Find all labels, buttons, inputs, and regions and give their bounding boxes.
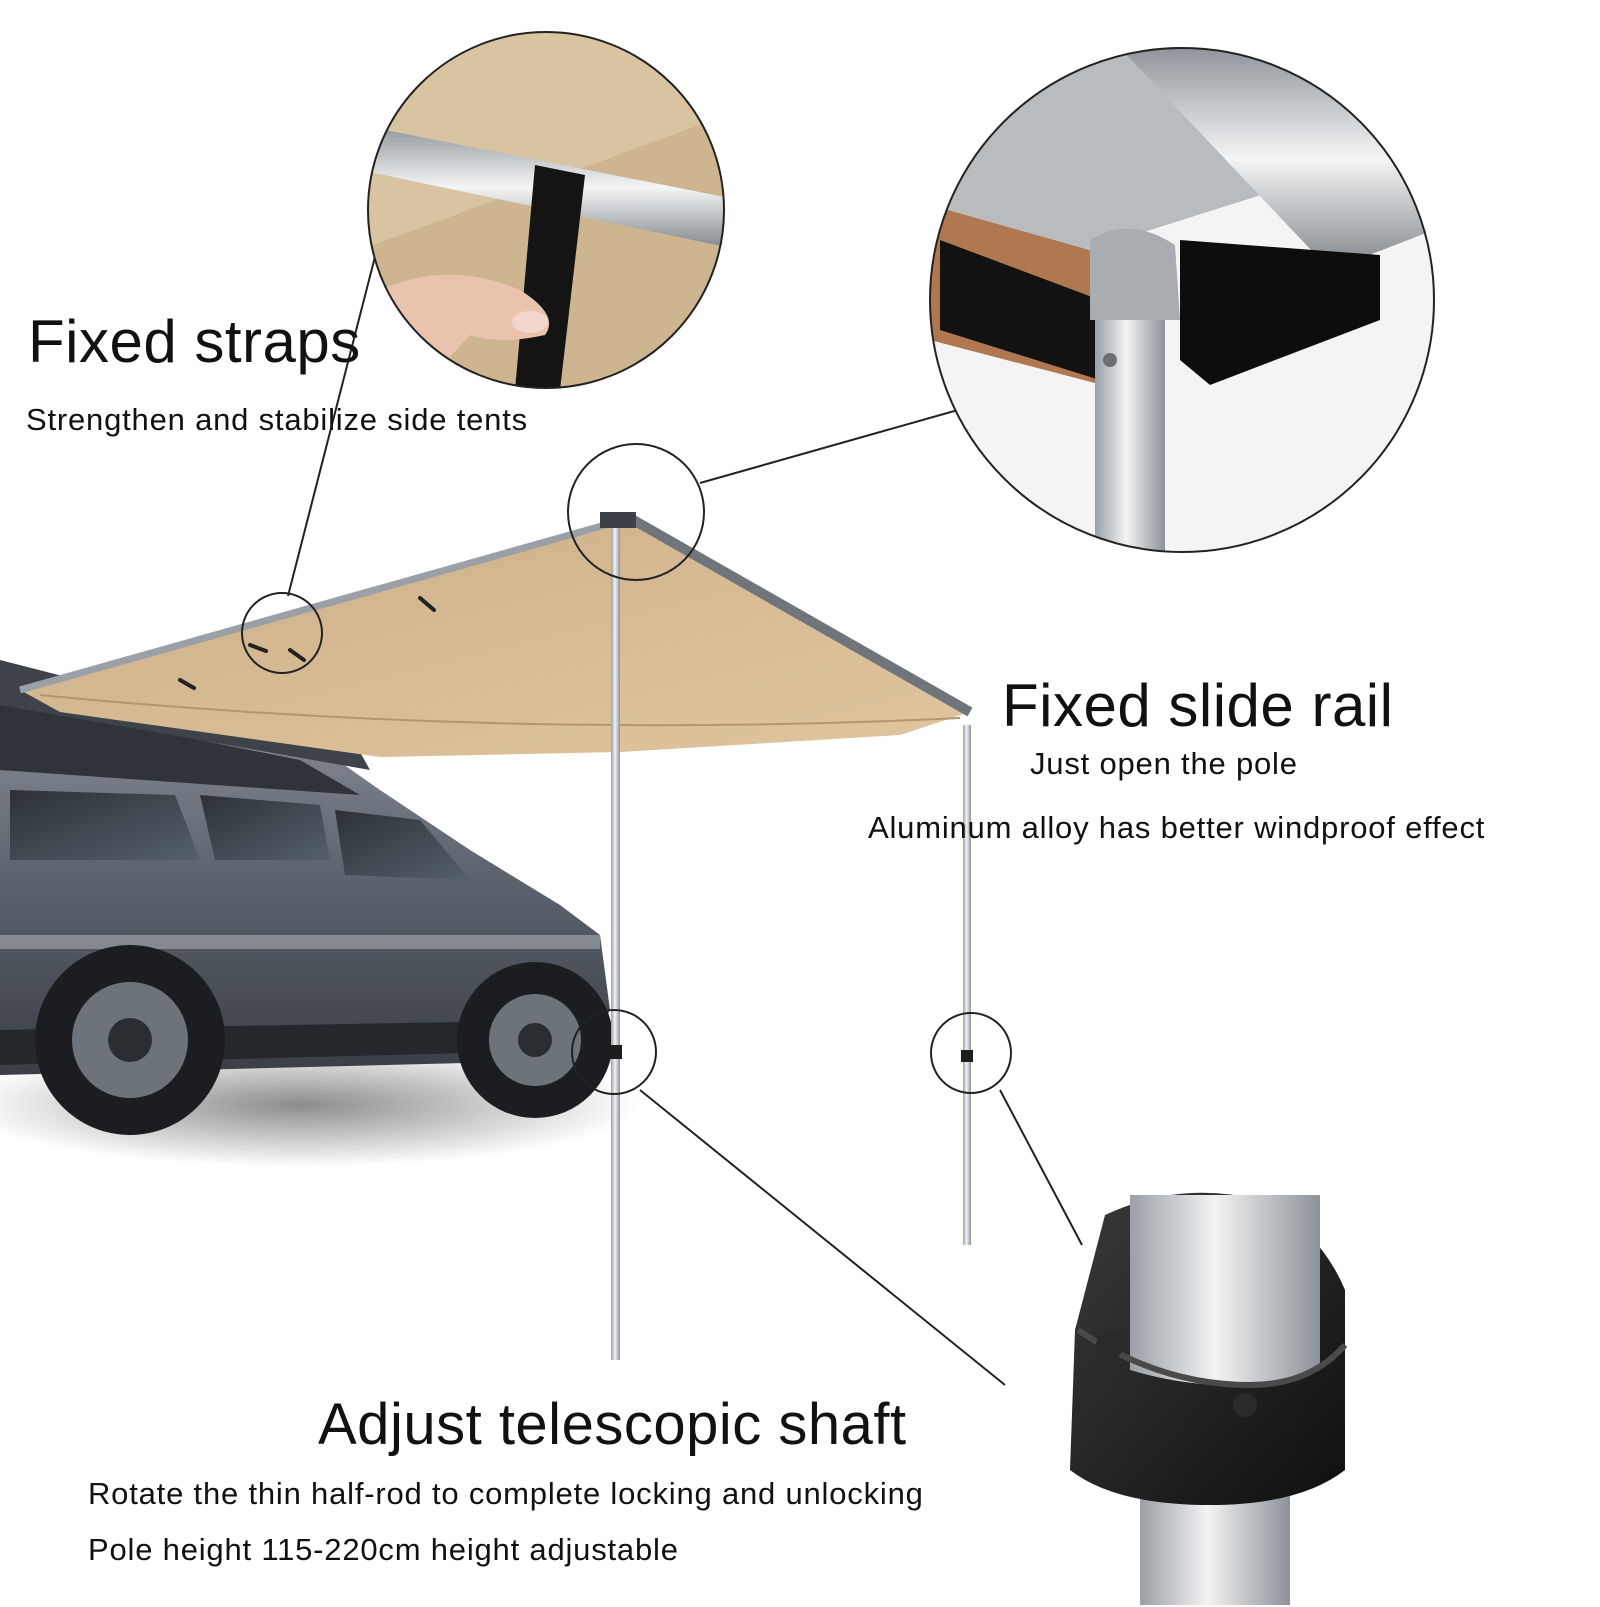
awning-canopy (19, 513, 973, 757)
fixed-slide-rail-line1: Just open the pole (1030, 746, 1298, 781)
telescopic-lock-detail (1070, 1192, 1348, 1605)
telescopic-shaft-line2: Pole height 115-220cm height adjustable (88, 1532, 679, 1567)
fixed-slide-rail-line2: Aluminum alloy has better windproof effe… (868, 810, 1486, 845)
shaft-marker-ring-rear (930, 1012, 1012, 1094)
leader-line-shaft-front (639, 1089, 1006, 1386)
straps-marker-ring (241, 592, 323, 674)
rail-detail-zoom (929, 47, 1435, 553)
rail-marker-ring (567, 443, 705, 581)
telescopic-shaft-line1: Rotate the thin half-rod to complete loc… (88, 1476, 924, 1511)
leader-line-straps (287, 244, 379, 597)
fixed-straps-subtitle: Strengthen and stabilize side tents (26, 402, 528, 437)
suv-vehicle (0, 690, 613, 1135)
fixed-slide-rail-title: Fixed slide rail (1002, 672, 1394, 739)
fixed-straps-title: Fixed straps (28, 308, 361, 375)
rear-pole (963, 725, 971, 1245)
leader-line-rail (699, 407, 966, 484)
leader-line-shaft-rear (999, 1089, 1083, 1246)
front-pole (611, 525, 620, 1360)
shaft-marker-ring-front (571, 1009, 657, 1095)
telescopic-shaft-title: Adjust telescopic shaft (318, 1392, 907, 1457)
straps-detail-zoom (367, 31, 725, 389)
